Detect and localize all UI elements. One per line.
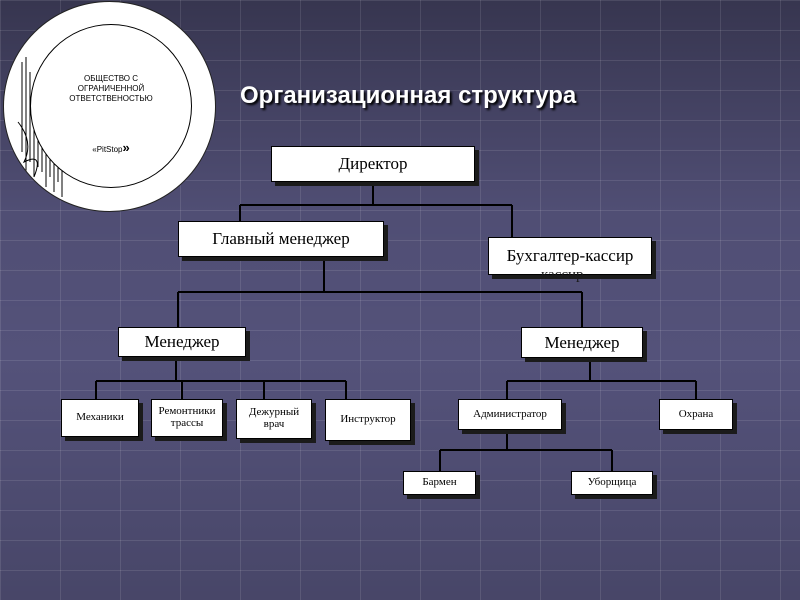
logo-line-2: ОГРАНИЧЕННОЙ bbox=[77, 84, 145, 93]
doctor-line-2: врач bbox=[263, 418, 285, 430]
org-node-director: Директор bbox=[271, 146, 475, 182]
repair-line-1: Ремонтники bbox=[158, 405, 216, 418]
org-node-manager-right: Менеджер bbox=[521, 327, 643, 358]
logo-line-3: ОТВЕТСТВЕНОСТЬЮ bbox=[69, 94, 153, 103]
org-node-doctor: Дежурный врач bbox=[236, 399, 312, 439]
org-node-security: Охрана bbox=[659, 399, 733, 430]
page-title: Организационная структура bbox=[240, 82, 577, 109]
logo-line-1: ОБЩЕСТВО С bbox=[84, 74, 138, 83]
org-node-manager-left: Менеджер bbox=[118, 327, 246, 357]
repair-line-2: трассы bbox=[170, 417, 204, 429]
org-node-administrator: Администратор bbox=[458, 399, 562, 430]
org-node-instructor: Инструктор bbox=[325, 399, 411, 441]
logo-brand-name: PitStop bbox=[96, 145, 123, 154]
doctor-line-1: Дежурный bbox=[248, 406, 300, 419]
org-node-chief-manager: Главный менеджер bbox=[178, 221, 384, 257]
logo-brand: «PitStop» bbox=[30, 140, 192, 155]
org-node-mechanics: Механики bbox=[61, 399, 139, 437]
org-node-accountant-overlap: кассир bbox=[541, 267, 584, 283]
company-logo: ОБЩЕСТВО С ОГРАНИЧЕННОЙ ОТВЕТСТВЕНОСТЬЮ … bbox=[3, 1, 216, 212]
org-node-barman: Бармен bbox=[403, 471, 476, 495]
org-node-cleaner: Уборщица bbox=[571, 471, 653, 495]
org-node-accountant: Бухгалтер-кассир bbox=[488, 237, 652, 275]
org-node-repair-crew: Ремонтники трассы bbox=[151, 399, 223, 437]
logo-quote-close: » bbox=[122, 140, 130, 155]
logo-quote-open: « bbox=[92, 145, 97, 154]
